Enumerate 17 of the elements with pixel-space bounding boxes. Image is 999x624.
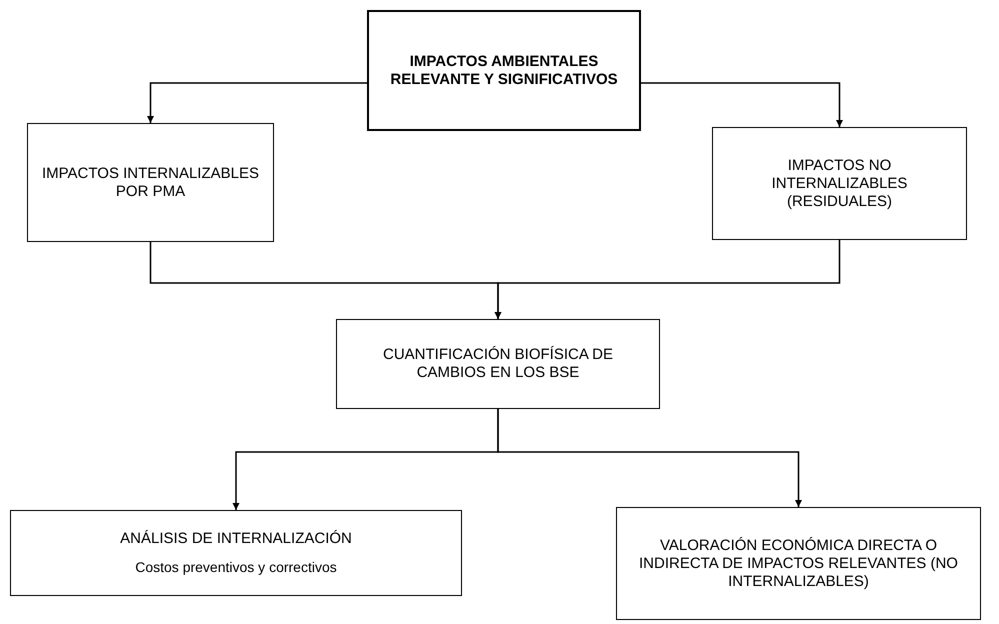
arrow — [147, 82, 367, 123]
process-box — [27, 123, 274, 242]
process-box — [336, 319, 660, 409]
process-box — [616, 507, 981, 620]
process-box — [10, 510, 462, 596]
box-label: VALORACIÓN ECONÓMICA DIRECTA O INDIRECTA DE IMPACTOS RELEVANTES (NO INTERNALIZABLES) — [638, 536, 959, 590]
process-box — [712, 127, 967, 240]
arrow — [494, 240, 840, 319]
box-label: IMPACTOS NO INTERNALIZABLES (RESIDUALES) — [770, 156, 908, 210]
box-label: IMPACTOS AMBIENTALES RELEVANTE Y SIGNIFICATIVOS — [389, 52, 619, 88]
box-note: Costos preventivos y correctivos — [135, 558, 337, 576]
box-label: IMPACTOS INTERNALIZABLES POR PMA — [41, 164, 260, 200]
arrow — [497, 409, 802, 507]
arrow — [641, 82, 843, 127]
box-label: ANÁLISIS DE INTERNALIZACIÓN — [120, 530, 352, 548]
box-label: CUANTIFICACIÓN BIOFÍSICA DE CAMBIOS EN LOS BSE — [382, 346, 614, 382]
process-box — [367, 10, 641, 131]
